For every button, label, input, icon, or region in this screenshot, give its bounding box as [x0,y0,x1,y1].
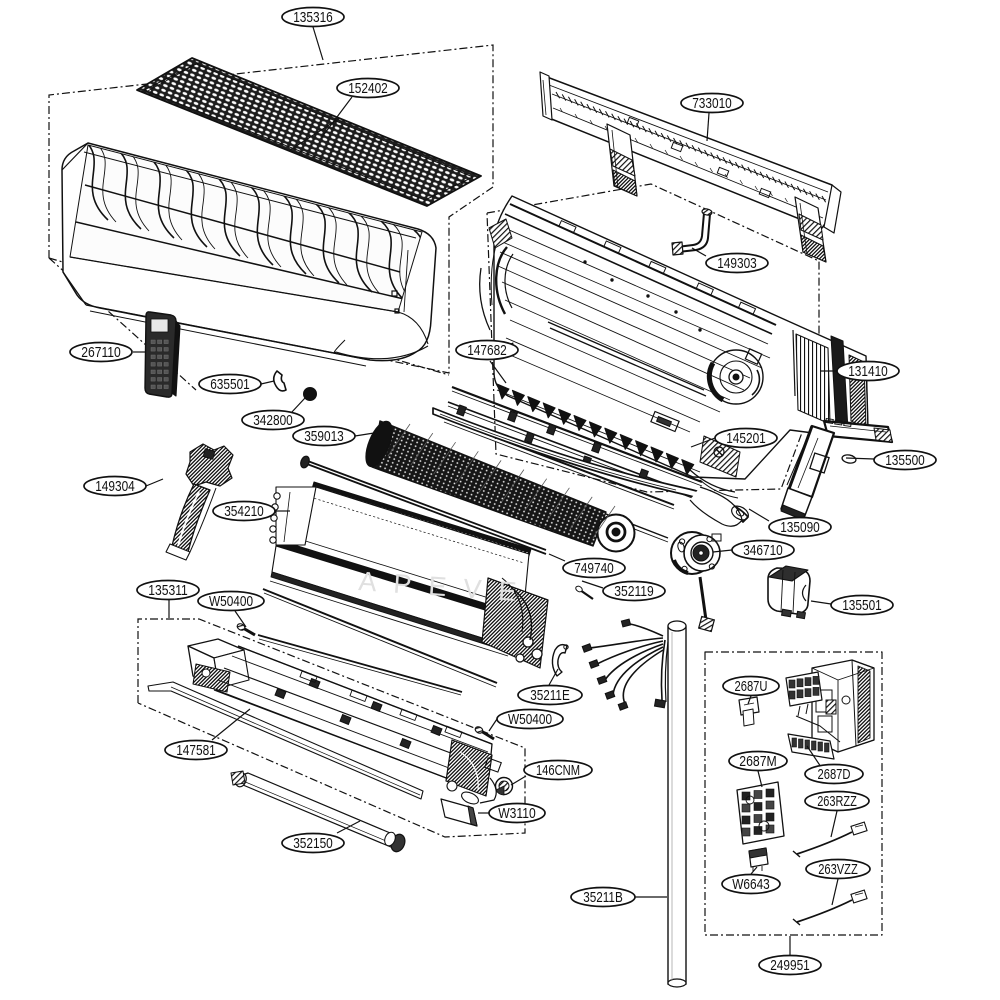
svg-text:2687U: 2687U [735,679,768,695]
svg-text:135311: 135311 [148,583,188,599]
svg-text:249951: 249951 [770,958,810,974]
svg-text:135500: 135500 [885,453,925,469]
svg-text:149303: 149303 [717,256,757,272]
svg-text:W50400: W50400 [209,594,253,610]
svg-text:147581: 147581 [176,743,216,759]
svg-text:635501: 635501 [210,377,250,393]
svg-text:35211E: 35211E [530,688,570,704]
svg-text:267110: 267110 [81,345,121,361]
svg-text:147682: 147682 [467,343,507,359]
svg-text:352150: 352150 [293,836,333,852]
svg-text:W3110: W3110 [498,806,536,822]
svg-text:2687M: 2687M [739,754,777,770]
svg-text:359013: 359013 [304,429,344,445]
svg-text:354210: 354210 [224,504,264,520]
svg-text:342800: 342800 [253,413,293,429]
svg-text:2687D: 2687D [818,767,851,783]
svg-text:135090: 135090 [780,520,820,536]
svg-text:146CNM: 146CNM [536,763,580,779]
svg-text:263VZZ: 263VZZ [818,862,858,878]
svg-text:35211B: 35211B [583,890,623,906]
svg-text:149304: 149304 [95,479,135,495]
svg-text:145201: 145201 [726,431,766,447]
svg-text:W6643: W6643 [732,877,770,893]
svg-text:135316: 135316 [293,10,333,26]
svg-text:W50400: W50400 [508,712,552,728]
svg-text:346710: 346710 [743,543,783,559]
svg-text:733010: 733010 [692,96,732,112]
svg-text:131410: 131410 [848,364,888,380]
svg-text:135501: 135501 [842,598,882,614]
svg-text:152402: 152402 [348,81,388,97]
svg-text:352119: 352119 [614,584,654,600]
svg-text:263RZZ: 263RZZ [817,794,857,810]
svg-text:749740: 749740 [574,561,614,577]
